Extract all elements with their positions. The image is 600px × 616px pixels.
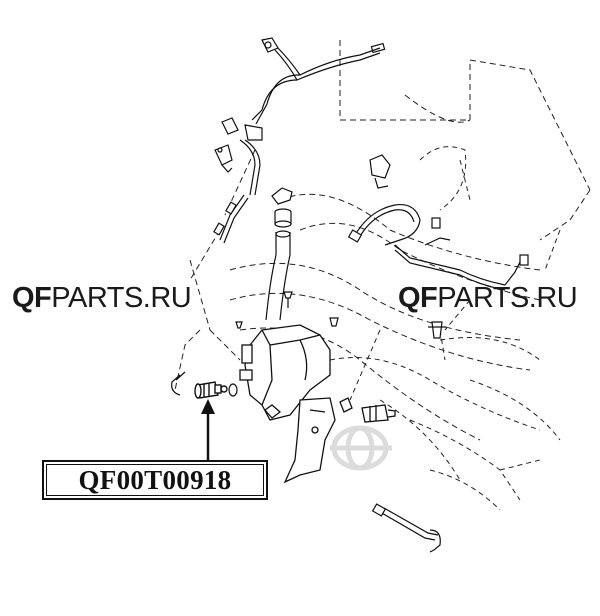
hose-clips-right <box>347 154 529 266</box>
hose-clip-top <box>261 37 279 53</box>
filler-neck <box>265 230 291 321</box>
level-sensor <box>339 397 396 423</box>
arrow-up-icon <box>201 399 215 460</box>
watermark-right-bold: QF <box>398 282 438 314</box>
washer-pump <box>194 381 228 399</box>
washer-hose-right <box>354 203 521 291</box>
washer-hose-upper <box>251 42 386 125</box>
washer-hose-lower <box>371 503 441 553</box>
hose-joint-upper <box>214 117 263 196</box>
filler-cap <box>271 187 293 228</box>
body-outline <box>174 40 591 511</box>
connectors <box>235 317 446 339</box>
faint-logo-watermark <box>330 425 392 471</box>
part-number-box: QF00T00918 <box>42 460 268 500</box>
watermark-right-light: PARTS <box>437 282 529 314</box>
pump-hose <box>171 371 186 396</box>
watermark-left-light: PARTS <box>51 282 143 314</box>
watermark-right-suffix: .RU <box>528 282 578 314</box>
part-number-box-inner-border <box>46 464 264 496</box>
part-number-label: QF00T00918 <box>78 464 232 495</box>
grommet <box>228 383 238 397</box>
reservoir-bracket <box>283 397 336 484</box>
hose-lower-left <box>213 194 249 244</box>
watermark-left: QFPARTS.RU <box>12 282 192 314</box>
watermark-left-bold: QF <box>12 282 52 314</box>
mounting-screw <box>283 291 293 308</box>
watermark-left-suffix: .RU <box>142 282 192 314</box>
watermark-right: QFPARTS.RU <box>398 282 578 314</box>
washer-reservoir <box>239 324 331 421</box>
